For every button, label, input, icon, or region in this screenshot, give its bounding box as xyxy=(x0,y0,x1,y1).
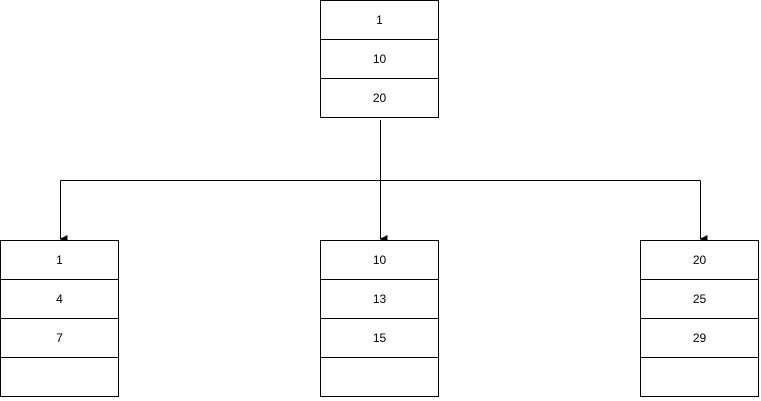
child-c-key-cell: 29 xyxy=(640,318,759,358)
child-a-key-cell: 4 xyxy=(0,279,119,319)
root-node: 1 10 20 xyxy=(320,0,439,118)
child-b-key-cell: 10 xyxy=(320,240,439,280)
root-key-cell: 10 xyxy=(320,39,439,79)
child-a-key-cell: 1 xyxy=(0,240,119,280)
root-key-cell: 1 xyxy=(320,0,439,40)
child-b-key-cell: 15 xyxy=(320,318,439,358)
child-a-empty-cell xyxy=(0,357,119,397)
child-c-key-cell: 25 xyxy=(640,279,759,319)
child-node-c: 20 25 29 xyxy=(640,240,759,397)
root-key-cell: 20 xyxy=(320,78,439,118)
child-b-key-cell: 13 xyxy=(320,279,439,319)
child-b-empty-cell xyxy=(320,357,439,397)
child-c-empty-cell xyxy=(640,357,759,397)
child-c-key-cell: 20 xyxy=(640,240,759,280)
child-node-a: 1 4 7 xyxy=(0,240,119,397)
child-node-b: 10 13 15 xyxy=(320,240,439,397)
child-a-key-cell: 7 xyxy=(0,318,119,358)
